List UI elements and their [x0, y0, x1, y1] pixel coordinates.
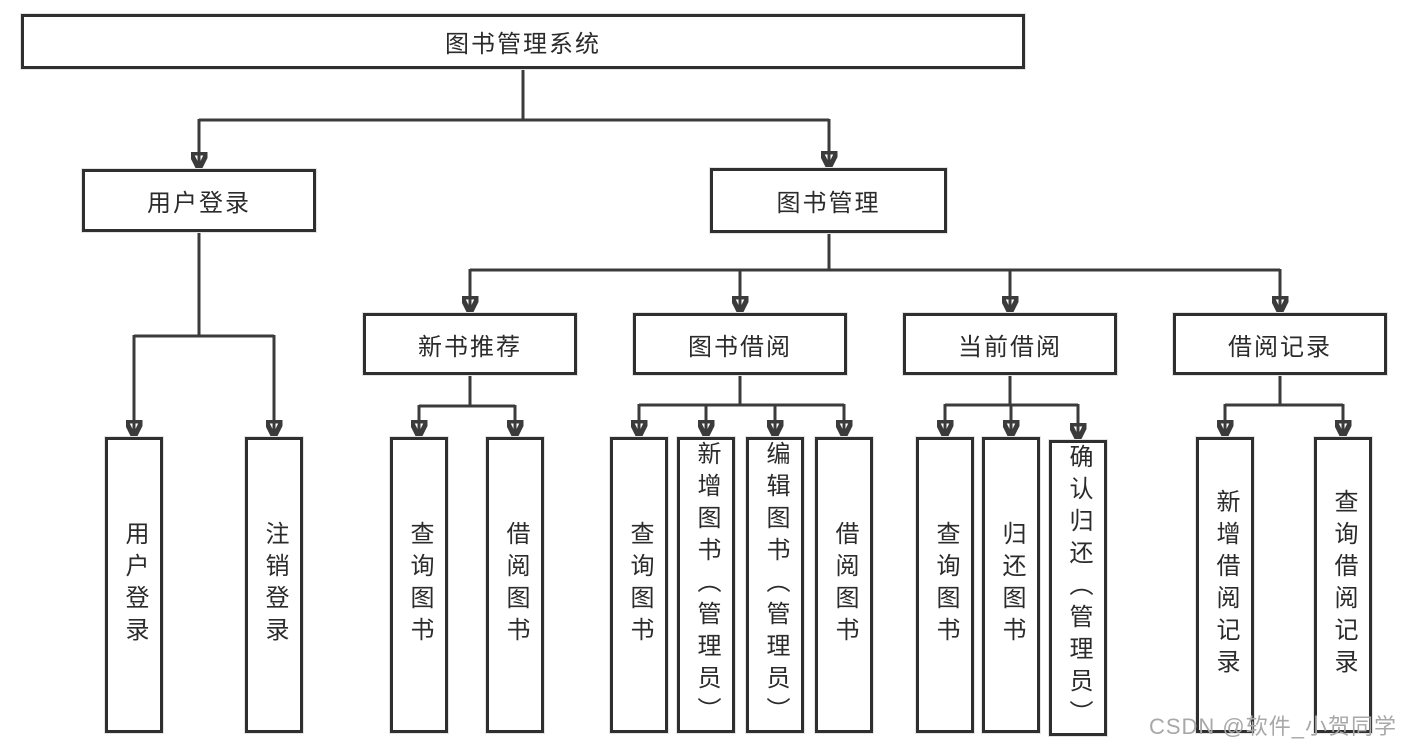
node-user-login-label: 用户登录 [147, 190, 251, 217]
leaf-br-add-record: 新增借阅记录 [1196, 437, 1254, 733]
connector-current-borrow-split [945, 375, 1078, 407]
node-book-management-label: 图书管理 [776, 190, 881, 217]
leaf-nbr-query-books: 查询图书 [390, 437, 448, 733]
node-system-root: 图书管理系统 [21, 14, 1025, 69]
leaf-logout: 注销登录 [245, 437, 303, 733]
leaf-bb-borrow-books-label: 借阅图书 [831, 521, 858, 649]
node-new-book-recommend: 新书推荐 [363, 313, 577, 375]
leaf-bb-edit-books-admin-label: 编辑图书（管理员） [762, 441, 789, 729]
leaf-cb-return-books: 归还图书 [982, 437, 1040, 733]
leaf-bb-query-books: 查询图书 [610, 437, 668, 733]
leaf-user-login: 用户登录 [105, 437, 163, 733]
node-book-borrow-label: 图书借阅 [688, 333, 792, 361]
node-user-login: 用户登录 [82, 169, 316, 232]
connector-book-management-split [470, 233, 1280, 272]
node-new-book-recommend-label: 新书推荐 [418, 333, 522, 361]
leaf-bb-add-books-admin: 新增图书（管理员） [677, 437, 735, 733]
leaf-cb-query-books: 查询图书 [916, 437, 974, 733]
connector-root-split [199, 69, 829, 122]
node-book-borrow: 图书借阅 [633, 313, 847, 375]
connector-book-borrow-split [639, 375, 844, 407]
leaf-br-query-record-label: 查询借阅记录 [1330, 489, 1357, 681]
node-book-management: 图书管理 [710, 168, 947, 233]
leaf-nbr-borrow-books: 借阅图书 [486, 437, 544, 733]
csdn-watermark: CSDN @软件_小贺同学 [1148, 714, 1397, 739]
leaf-bb-query-books-label: 查询图书 [626, 521, 653, 649]
leaf-br-add-record-label: 新增借阅记录 [1212, 489, 1239, 681]
leaf-cb-confirm-return-admin: 确认归还（管理员） [1049, 440, 1107, 736]
leaf-cb-confirm-return-admin-label: 确认归还（管理员） [1065, 444, 1092, 732]
leaf-bb-add-books-admin-label: 新增图书（管理员） [693, 441, 720, 729]
leaf-nbr-query-books-label: 查询图书 [406, 521, 433, 649]
leaf-logout-label: 注销登录 [261, 521, 288, 649]
leaf-cb-query-books-label: 查询图书 [932, 521, 959, 649]
connector-new-book-recommend-split [419, 375, 515, 408]
leaf-br-query-record: 查询借阅记录 [1314, 437, 1372, 733]
node-borrow-records: 借阅记录 [1173, 313, 1387, 375]
node-system-root-label: 图书管理系统 [445, 31, 601, 58]
node-current-borrow-label: 当前借阅 [958, 333, 1062, 361]
node-current-borrow: 当前借阅 [903, 313, 1117, 375]
connector-borrow-records-split [1225, 375, 1343, 407]
leaf-nbr-borrow-books-label: 借阅图书 [502, 521, 529, 649]
leaf-bb-borrow-books: 借阅图书 [815, 437, 873, 733]
leaf-bb-edit-books-admin: 编辑图书（管理员） [746, 437, 804, 733]
connector-user-login-split [134, 232, 274, 338]
leaf-user-login-label: 用户登录 [121, 521, 148, 649]
leaf-cb-return-books-label: 归还图书 [998, 521, 1025, 649]
node-borrow-records-label: 借阅记录 [1228, 333, 1332, 361]
